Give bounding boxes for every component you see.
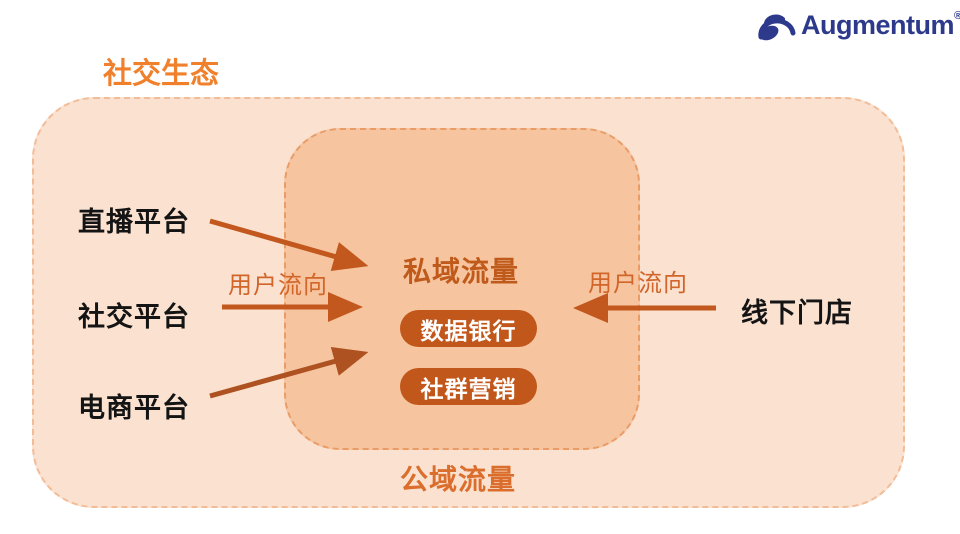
private-domain-title: 私域流量 [403,256,520,287]
augmentum-swirl-icon [758,14,796,41]
logo-name: Augmentum [801,10,955,40]
logo-wordmark: Augmentum® [801,6,960,44]
logo: Augmentum® [754,6,960,44]
public-domain-label: 公域流量 [400,464,517,495]
platform-live-streaming: 直播平台 [78,207,190,237]
platform-offline-stores: 线下门店 [741,298,853,328]
pill-data-bank: 数据银行 [400,310,537,347]
user-flow-label-right: 用户流向 [588,270,688,297]
user-flow-label-left: 用户流向 [228,272,328,299]
platform-social: 社交平台 [78,302,190,332]
registered-mark: ® [954,10,960,22]
pill-community-marketing: 社群营销 [400,368,537,405]
platform-ecommerce: 电商平台 [78,393,190,423]
diagram-title: 社交生态 [103,58,220,90]
